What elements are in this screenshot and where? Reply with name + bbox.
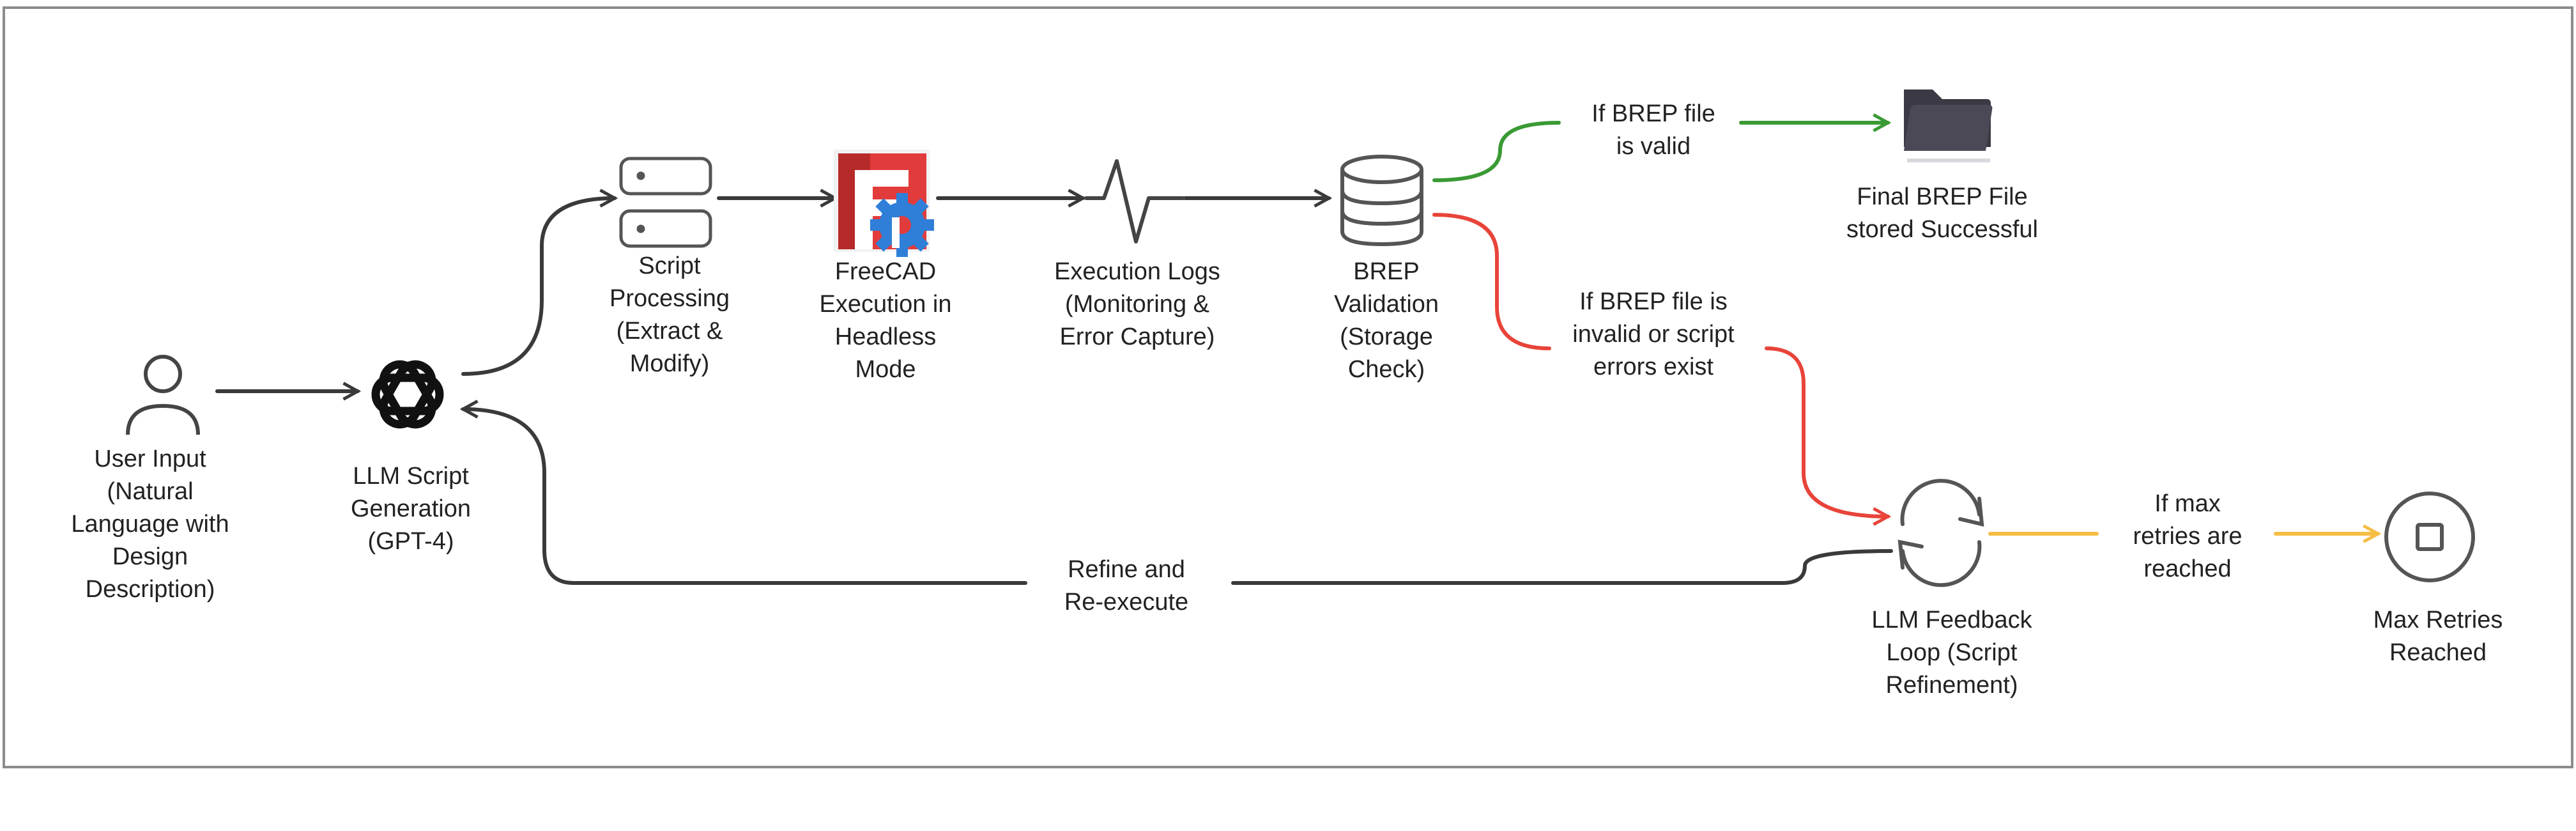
openai-logo-icon: [371, 360, 444, 429]
label-execution-logs: Execution Logs (Monitoring & Error Capture…: [1054, 258, 1220, 350]
label-final-brep-file-line-2: stored Successful: [1846, 216, 2038, 243]
label-user-input-line-2: (Natural: [107, 478, 193, 505]
label-llm-feedback-loop-line-3: Refinement): [1886, 672, 2018, 699]
edge-label-valid: If BREP file is valid: [1591, 100, 1715, 160]
label-brep-validation-line-2: Validation: [1334, 291, 1439, 318]
edge-label-invalid: If BREP file is invalid or script errors e…: [1572, 288, 1735, 380]
edge-llm-to-script-processing: [461, 198, 615, 376]
edge-label-max-retries-line-2: retries are: [2133, 523, 2242, 550]
label-brep-validation-line-1: BREP: [1353, 258, 1419, 285]
label-llm-script-generation-line-2: Generation: [351, 495, 471, 522]
stop-icon: [2384, 492, 2475, 582]
label-final-brep-file-line-1: Final BREP File: [1857, 183, 2028, 210]
label-max-retries-line-1: Max Retries: [2373, 607, 2503, 633]
edge-valid: [1432, 121, 1561, 182]
edge-label-valid-line-2: is valid: [1616, 133, 1690, 160]
label-execution-logs-line-1: Execution Logs: [1054, 258, 1220, 285]
edge-label-refine-line-2: Re-execute: [1064, 589, 1188, 616]
label-max-retries-line-2: Reached: [2389, 639, 2487, 666]
edge-label-max-retries: If max retries are reached: [2133, 490, 2242, 582]
person-icon: [126, 355, 200, 435]
label-brep-validation-line-3: (Storage: [1340, 323, 1433, 350]
database-icon: [1340, 155, 1423, 247]
label-script-processing-line-3: (Extract &: [617, 318, 723, 345]
edge-label-valid-line-1: If BREP file: [1591, 100, 1715, 127]
label-script-processing-line-1: Script: [638, 252, 701, 279]
label-execution-logs-line-3: Error Capture): [1060, 323, 1215, 350]
label-llm-script-generation-line-3: (GPT-4): [367, 528, 454, 555]
folder-icon: [1904, 89, 1993, 162]
freecad-logo-icon: [834, 150, 934, 257]
label-freecad-execution-line-2: Execution in: [819, 291, 951, 318]
label-user-input-line-1: User Input: [94, 446, 206, 472]
edge-refine-loop-right: [1231, 549, 1893, 585]
label-final-brep-file: Final BREP File stored Successful: [1846, 183, 2038, 243]
label-execution-logs-line-2: (Monitoring &: [1065, 291, 1209, 318]
server-icon: [619, 157, 712, 248]
label-user-input-line-4: Design: [112, 543, 188, 570]
label-llm-feedback-loop-line-1: LLM Feedback: [1871, 607, 2032, 633]
label-freecad-execution-line-1: FreeCAD: [835, 258, 936, 285]
label-script-processing-line-4: Modify): [630, 350, 710, 377]
label-user-input-line-3: Language with: [71, 511, 229, 538]
edge-label-invalid-line-2: invalid or script: [1572, 321, 1735, 348]
refresh-icon: [1897, 479, 1984, 587]
edge-label-refine-line-1: Refine and: [1068, 556, 1185, 583]
diagram-frame: [3, 6, 2573, 768]
edge-invalid: [1432, 213, 1551, 350]
label-freecad-execution-line-4: Mode: [855, 356, 916, 383]
edge-label-invalid-line-3: errors exist: [1593, 353, 1713, 380]
edge-label-max-retries-line-1: If max: [2154, 490, 2220, 517]
connectors: [215, 121, 2378, 585]
label-llm-feedback-loop-line-2: Loop (Script: [1887, 639, 2018, 666]
edge-label-invalid-line-1: If BREP file is: [1579, 288, 1728, 315]
edge-invalid-to-feedback: [1765, 346, 1888, 516]
edge-label-max-retries-line-3: reached: [2143, 555, 2231, 582]
label-llm-script-generation-line-1: LLM Script: [353, 463, 469, 490]
pulse-icon: [1084, 159, 1185, 244]
edge-refine-loop-left: [463, 409, 1027, 585]
label-freecad-execution-line-3: Headless: [835, 323, 936, 350]
label-brep-validation-line-4: Check): [1348, 356, 1425, 383]
label-user-input-line-5: Description): [86, 576, 215, 603]
label-script-processing-line-2: Processing: [610, 285, 730, 312]
